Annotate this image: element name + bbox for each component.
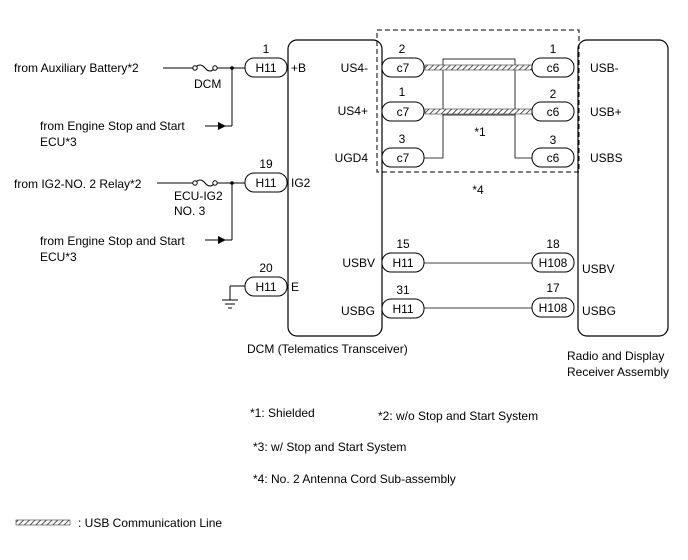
pin-number: 3	[399, 132, 406, 146]
pin-number: 31	[396, 283, 410, 297]
pin-name: +B	[291, 61, 306, 75]
antenna-pin-usbs: 3 c6 USBS	[531, 133, 623, 168]
note-antenna-cord: *4: No. 2 Antenna Cord Sub-assembly	[253, 472, 456, 486]
connector-label: H108	[539, 301, 568, 315]
connector-label: c7	[397, 105, 410, 119]
dcm-fuse-icon	[194, 64, 216, 72]
source-engine-stop-1: from Engine Stop and Start	[40, 119, 185, 133]
shield-mark: *1	[474, 125, 486, 139]
pin-name: USB-	[590, 61, 619, 75]
pin-name: US4-	[341, 61, 368, 75]
antenna-pin-us4-minus: US4- 2 c7	[341, 42, 425, 78]
pin-name: USBV	[582, 262, 615, 276]
ground-icon	[222, 285, 245, 309]
connector-label: c7	[397, 151, 410, 165]
source-aux-battery: from Auxiliary Battery*2	[14, 61, 139, 75]
pin-name: USBS	[590, 151, 623, 165]
usbg-circuit: USBG 31 H11 17 H108 USBG	[341, 281, 616, 319]
fuse-ecu-ig2-no3-label: NO. 3	[174, 204, 206, 218]
dcm-pin-ig2: 19 H11 IG2	[244, 157, 311, 193]
connector-label: H108	[539, 256, 568, 270]
antenna-pin-usb-minus: 1 c6 USB-	[531, 42, 619, 78]
connector-label: H11	[392, 256, 413, 270]
source-engine-stop-2: from Engine Stop and Start	[40, 234, 185, 248]
pin-number: 17	[546, 281, 560, 295]
shield-box	[442, 58, 516, 116]
connector-label: H11	[255, 61, 276, 75]
antenna-pin-us4-plus: US4+ 1 c7	[338, 85, 425, 122]
fuse-dcm-label: DCM	[194, 77, 221, 91]
fuse-ecu-ig2-label: ECU-IG2	[174, 189, 223, 203]
connector-label: H11	[255, 176, 276, 190]
pin-number: 18	[546, 237, 560, 251]
connector-label: c6	[547, 61, 560, 75]
usbv-circuit: USBV 15 H11 18 H108 USBV	[342, 237, 614, 276]
radio-title-line1: Radio and Display	[567, 349, 664, 363]
pin-name: IG2	[291, 176, 311, 190]
pin-name: UGD4	[335, 151, 369, 165]
source-ig2-relay: from IG2-NO. 2 Relay*2	[14, 177, 142, 191]
source-engine-stop-2-ecu: ECU*3	[40, 250, 77, 264]
dcm-box	[287, 39, 383, 337]
pin-number: 2	[550, 87, 557, 101]
pin-number: 2	[399, 42, 406, 56]
connector-label: H11	[255, 280, 276, 294]
pin-name: USBG	[341, 304, 375, 318]
note-without-stop-start: *2: w/o Stop and Start System	[378, 409, 538, 423]
ugd4-drain-line	[424, 115, 444, 159]
arrow-icon	[218, 236, 226, 244]
ig2-circuit	[157, 179, 245, 244]
usbs-drain-line	[514, 115, 532, 159]
usb-plus-line	[424, 108, 533, 115]
pin-name: USBG	[582, 304, 616, 318]
note-with-stop-start: *3: w/ Stop and Start System	[253, 440, 406, 454]
antenna-pin-ugd4: UGD4 3 c7	[335, 132, 425, 168]
note-shielded: *1: Shielded	[250, 406, 315, 420]
pin-name: US4+	[338, 104, 368, 118]
ecu-ig2-fuse-icon	[194, 179, 216, 187]
pin-name: E	[291, 280, 299, 294]
dcm-pin-e: 20 H11 E	[244, 261, 299, 297]
radio-receiver-box	[577, 39, 669, 337]
pin-number: 1	[263, 42, 270, 56]
usb-line-legend-swatch	[15, 519, 71, 526]
connector-label: c6	[547, 151, 560, 165]
pin-number: 3	[550, 133, 557, 147]
dcm-title: DCM (Telematics Transceiver)	[247, 342, 408, 356]
pin-number: 1	[550, 42, 557, 56]
arrow-icon	[218, 122, 226, 130]
pin-number: 19	[259, 157, 273, 171]
radio-title-line2: Receiver Assembly	[567, 365, 669, 379]
legend-usb-line: : USB Communication Line	[78, 516, 222, 530]
pin-number: 1	[399, 85, 406, 99]
connector-label: c6	[547, 105, 560, 119]
antenna-cord-box	[376, 29, 580, 173]
pin-name: USB+	[590, 105, 622, 119]
pin-number: 15	[396, 237, 410, 251]
source-engine-stop-1-ecu: ECU*3	[40, 135, 77, 149]
pin-name: USBV	[342, 256, 375, 270]
connector-label: c7	[397, 61, 410, 75]
usb-minus-line	[424, 64, 533, 71]
pin-number: 20	[259, 261, 273, 275]
antenna-pin-usb-plus: 2 c6 USB+	[531, 87, 622, 122]
dcm-pin-b: 1 H11 +B	[244, 42, 306, 78]
b-plus-circuit	[163, 64, 245, 130]
antenna-cord-mark: *4	[472, 183, 484, 197]
connector-label: H11	[392, 302, 413, 316]
